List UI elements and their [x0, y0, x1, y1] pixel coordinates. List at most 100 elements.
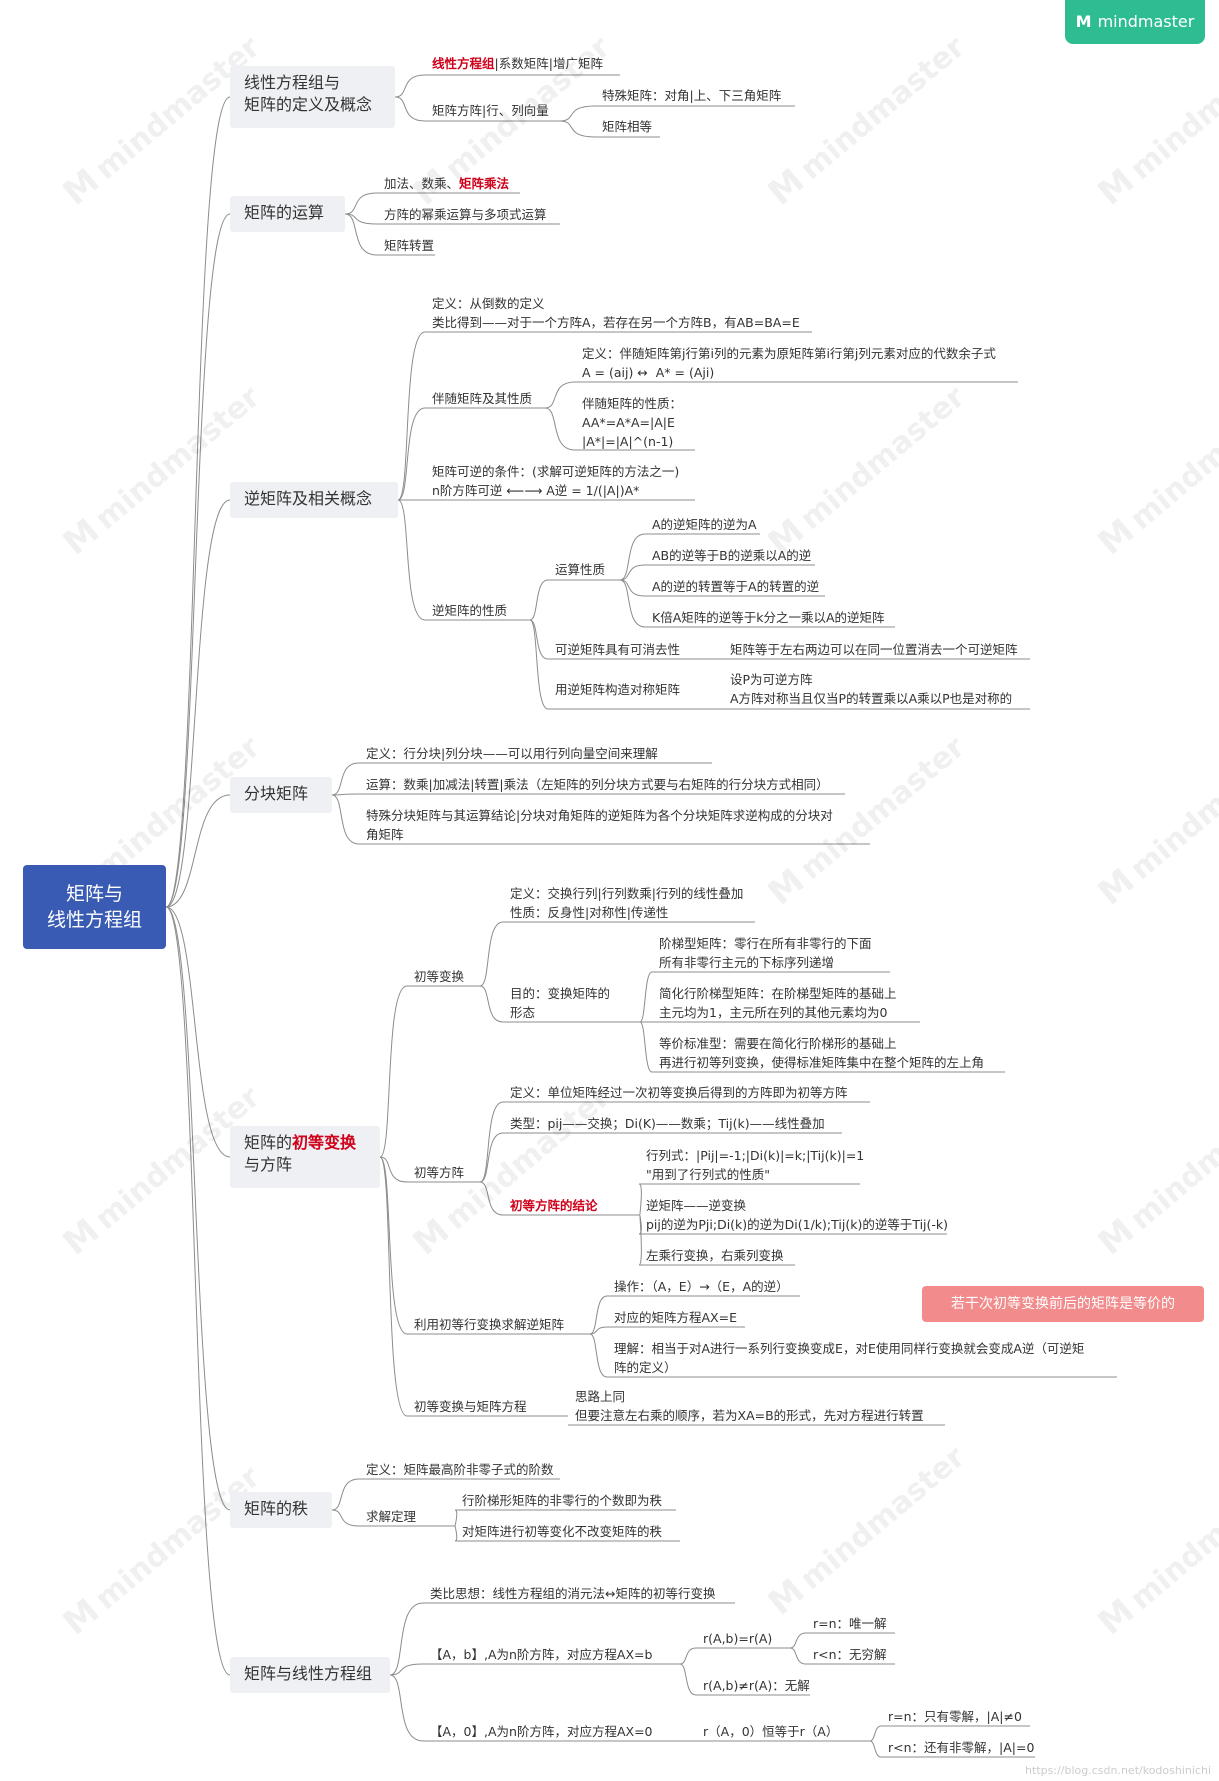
branch-elementary[interactable]: 矩阵的初等变换 与方阵: [230, 1126, 380, 1188]
connector-1: [165, 213, 231, 908]
b1-matrix-terms[interactable]: 线性方程组|系数矩阵|增广矩阵: [432, 54, 603, 73]
branch-rank[interactable]: 矩阵的秩: [230, 1492, 332, 1528]
b7-infinite[interactable]: r<n：无穷解: [813, 1647, 887, 1662]
b3-adjoint-prop1[interactable]: 伴随矩阵的性质：: [582, 396, 683, 411]
b7-unique[interactable]: r=n：唯一解: [813, 1616, 887, 1631]
b7-rank-always[interactable]: r（A，0）恒等于r（A）: [703, 1724, 839, 1739]
connector-19: [344, 213, 378, 256]
b1-special-matrix[interactable]: 特殊矩阵：对角|上、下三角矩阵: [602, 88, 782, 103]
b5-elem-def1[interactable]: 定义：交换行列|行列数乘|行列的线性叠加: [510, 886, 744, 901]
b3-op1[interactable]: A的逆矩阵的逆为A: [652, 517, 757, 532]
b3-inverse-props[interactable]: 逆矩阵的性质: [432, 603, 508, 618]
b3-adjoint[interactable]: 伴随矩阵及其性质: [432, 391, 533, 406]
connector-67: [639, 971, 653, 1023]
b5-conc1a[interactable]: 行列式：|Pij|=-1;|Di(k)|=k;|Tij(k)|=1: [646, 1148, 865, 1163]
b5-echelon2[interactable]: 所有非零行主元的下标序列递增: [659, 955, 835, 970]
b3-symmetric-desc2[interactable]: A方阵对称当且仅当P的转置乘以A乘以P也是对称的: [730, 691, 1013, 706]
b5-conc3[interactable]: 左乘行变换，右乘列变换: [646, 1248, 784, 1263]
branch-linear-systems[interactable]: 矩阵与线性方程组: [230, 1657, 390, 1693]
b5-eq1[interactable]: 思路上同: [575, 1389, 626, 1404]
b5-solve[interactable]: 利用初等行变换求解逆矩阵: [414, 1317, 565, 1332]
b5-canonical1[interactable]: 等价标准型：需要在简化行阶梯形的基础上: [659, 1036, 897, 1051]
b1-term-rest: |系数矩阵|增广矩阵: [494, 56, 603, 71]
b5-canonical2[interactable]: 再进行初等列变换，使得标准矩阵集中在整个矩阵的左上角: [659, 1055, 985, 1070]
b7-nonhomogeneous[interactable]: 【A，b】,A为n阶方阵，对应方程AX=b: [430, 1647, 653, 1662]
branch-inverse[interactable]: 逆矩阵及相关概念: [230, 482, 398, 518]
b3-op3[interactable]: A的逆的转置等于A的转置的逆: [652, 579, 820, 594]
b5-purpose1[interactable]: 目的：变换矩阵的: [510, 986, 611, 1001]
b2-addition[interactable]: 加法、数乘、矩阵乘法: [384, 174, 509, 193]
connector-102: [389, 1663, 424, 1676]
connector-15: [344, 192, 378, 215]
branch-block-matrix[interactable]: 分块矩阵: [230, 777, 332, 813]
b3-condition1[interactable]: 矩阵可逆的条件：(求解可逆矩阵的方法之一): [432, 464, 680, 479]
b3-adjoint-def2[interactable]: A = (aij) ↔ A* = (Aji): [582, 365, 715, 380]
b1-matrix-square[interactable]: 矩阵方阵|行、列向量: [432, 103, 549, 118]
b5-conc1b[interactable]: "用到了行列式的性质": [646, 1167, 770, 1182]
connector-3: [165, 794, 231, 908]
b5-reduced1[interactable]: 简化行阶梯型矩阵：在阶梯型矩阵的基础上: [659, 986, 897, 1001]
b4-ops[interactable]: 运算：数乘|加减法|转置|乘法（左矩阵的列分块方式要与右矩阵的行分块方式相同）: [366, 777, 829, 792]
connector-0: [165, 96, 231, 908]
b7-analogy[interactable]: 类比思想：线性方程组的消元法↔矩阵的初等行变换: [430, 1586, 716, 1601]
b3-op2[interactable]: AB的逆等于B的逆乘以A的逆: [652, 548, 812, 563]
b5-echelon1[interactable]: 阶梯型矩阵：零行在所有非零行的下面: [659, 936, 872, 951]
b3-op4[interactable]: K倍A矩阵的逆等于k分之一乘以A的逆矩阵: [652, 610, 885, 625]
b7-zero-only[interactable]: r=n：只有零解，|A|≠0: [888, 1709, 1022, 1724]
b7-rank-equal[interactable]: r(A,b)=r(A): [703, 1631, 773, 1646]
branch-inverse-label: 逆矩阵及相关概念: [244, 489, 373, 508]
b3-symmetric-desc1[interactable]: 设P为可逆方阵: [730, 672, 813, 687]
b5-em-conclusion[interactable]: 初等方阵的结论: [510, 1198, 598, 1213]
b5-matrix-equation[interactable]: 初等变换与矩阵方程: [414, 1399, 527, 1414]
b3-cancel-desc[interactable]: 矩阵等于左右两边可以在同一位置消去一个可逆矩阵: [730, 642, 1018, 657]
b3-def-line2[interactable]: 类比得到——对于一个方阵A，若存在另一个方阵B，有AB=BA=E: [432, 315, 800, 330]
b4-special-line2[interactable]: 角矩阵: [366, 827, 404, 842]
b4-special-line1[interactable]: 特殊分块矩阵与其运算结论|分块对角矩阵的逆矩阵为各个分块矩阵求逆构成的分块对: [366, 808, 833, 823]
b5-conc2a[interactable]: 逆矩阵——逆变换: [646, 1198, 747, 1213]
b5-purpose2[interactable]: 形态: [510, 1005, 536, 1020]
b3-condition2[interactable]: n阶方阵可逆 ⟵⟶ A逆 = 1/(|A|)A*: [432, 483, 640, 498]
b5-eq2[interactable]: 但要注意左右乘的顺序，若为XA=B的形式，先对方程进行转置: [575, 1408, 924, 1423]
b5-solve1[interactable]: 操作：（A，E）→（E，A的逆）: [614, 1279, 789, 1294]
b3-cancel[interactable]: 可逆矩阵具有可消去性: [555, 642, 681, 657]
b6-theorem[interactable]: 求解定理: [366, 1509, 417, 1524]
b7-nonzero[interactable]: r<n：还有非零解，|A|=0: [888, 1740, 1035, 1755]
b5-elem-def2[interactable]: 性质：反身性|对称性|传递性: [510, 905, 669, 920]
b4-def[interactable]: 定义：行分块|列分块——可以用行列向量空间来理解: [366, 746, 658, 761]
b5-em-type[interactable]: 类型：pij——交换；Di(K)——数乘；Tij(k)——线性叠加: [510, 1116, 825, 1131]
b3-adjoint-def1[interactable]: 定义：伴随矩阵第j行第i列的元素为原矩阵第i行第j列元素对应的代数余子式: [582, 346, 996, 361]
connector-65: [479, 985, 504, 1023]
b3-symmetric[interactable]: 用逆矩阵构造对称矩阵: [555, 682, 681, 697]
b6-theorem1[interactable]: 行阶梯形矩阵的非零行的个数即为秩: [462, 1493, 663, 1508]
b5-reduced2[interactable]: 主元均为1，主元所在列的其他元素均为0: [659, 1005, 888, 1020]
equivalence-note[interactable]: 若干次初等变换前后的矩阵是等价的: [922, 1286, 1204, 1322]
b5-elem-matrix[interactable]: 初等方阵: [414, 1165, 465, 1180]
branch-operations[interactable]: 矩阵的运算: [230, 196, 345, 232]
b3-def-line1[interactable]: 定义：从倒数的定义: [432, 296, 545, 311]
b7-no-solution[interactable]: r(A,b)≠r(A)：无解: [703, 1678, 810, 1693]
connector-96: [454, 1509, 458, 1527]
connector-89: [589, 1333, 608, 1378]
b5-solve3a[interactable]: 理解：相当于对A进行一系列行变换变成E，对E使用同样行变换就会变成A逆（可逆矩: [614, 1341, 1085, 1356]
root-node[interactable]: 矩阵与 线性方程组: [23, 865, 166, 949]
b6-def[interactable]: 定义：矩阵最高阶非零子式的阶数: [366, 1462, 554, 1477]
b5-solve3b[interactable]: 阵的定义）: [614, 1360, 677, 1375]
b1-matrix-equal[interactable]: 矩阵相等: [602, 119, 653, 134]
b5-solve2[interactable]: 对应的矩阵方程AX=E: [614, 1310, 737, 1325]
connector-5: [165, 906, 231, 1511]
branch-definition[interactable]: 线性方程组与 矩阵的定义及概念: [230, 66, 395, 128]
connector-117: [869, 1740, 882, 1758]
b2-transpose[interactable]: 矩阵转置: [384, 238, 435, 253]
b7-homogeneous[interactable]: 【A，0】,A为n阶方阵，对应方程AX=0: [430, 1724, 653, 1739]
b5-em-def[interactable]: 定义：单位矩阵经过一次初等变换后得到的方阵即为初等方阵: [510, 1085, 848, 1100]
b3-op-props[interactable]: 运算性质: [555, 562, 606, 577]
connector-37: [529, 619, 549, 710]
b2-power[interactable]: 方阵的幂乘运算与多项式运算: [384, 207, 547, 222]
b3-adjoint-prop2[interactable]: AA*=A*A=|A|E: [582, 415, 675, 430]
b1-term-highlight: 线性方程组: [432, 56, 495, 71]
b3-adjoint-prop3[interactable]: |A*|=|A|^(n-1): [582, 434, 674, 449]
root-line1: 矩阵与: [65, 883, 123, 905]
b5-conc2b[interactable]: pij的逆为Pji;Di(k)的逆为Di(1/k);Tij(k)的逆等于Tij(…: [646, 1217, 949, 1232]
b6-theorem2[interactable]: 对矩阵进行初等变化不改变矩阵的秩: [462, 1524, 663, 1539]
b5-elementary[interactable]: 初等变换: [414, 969, 465, 984]
